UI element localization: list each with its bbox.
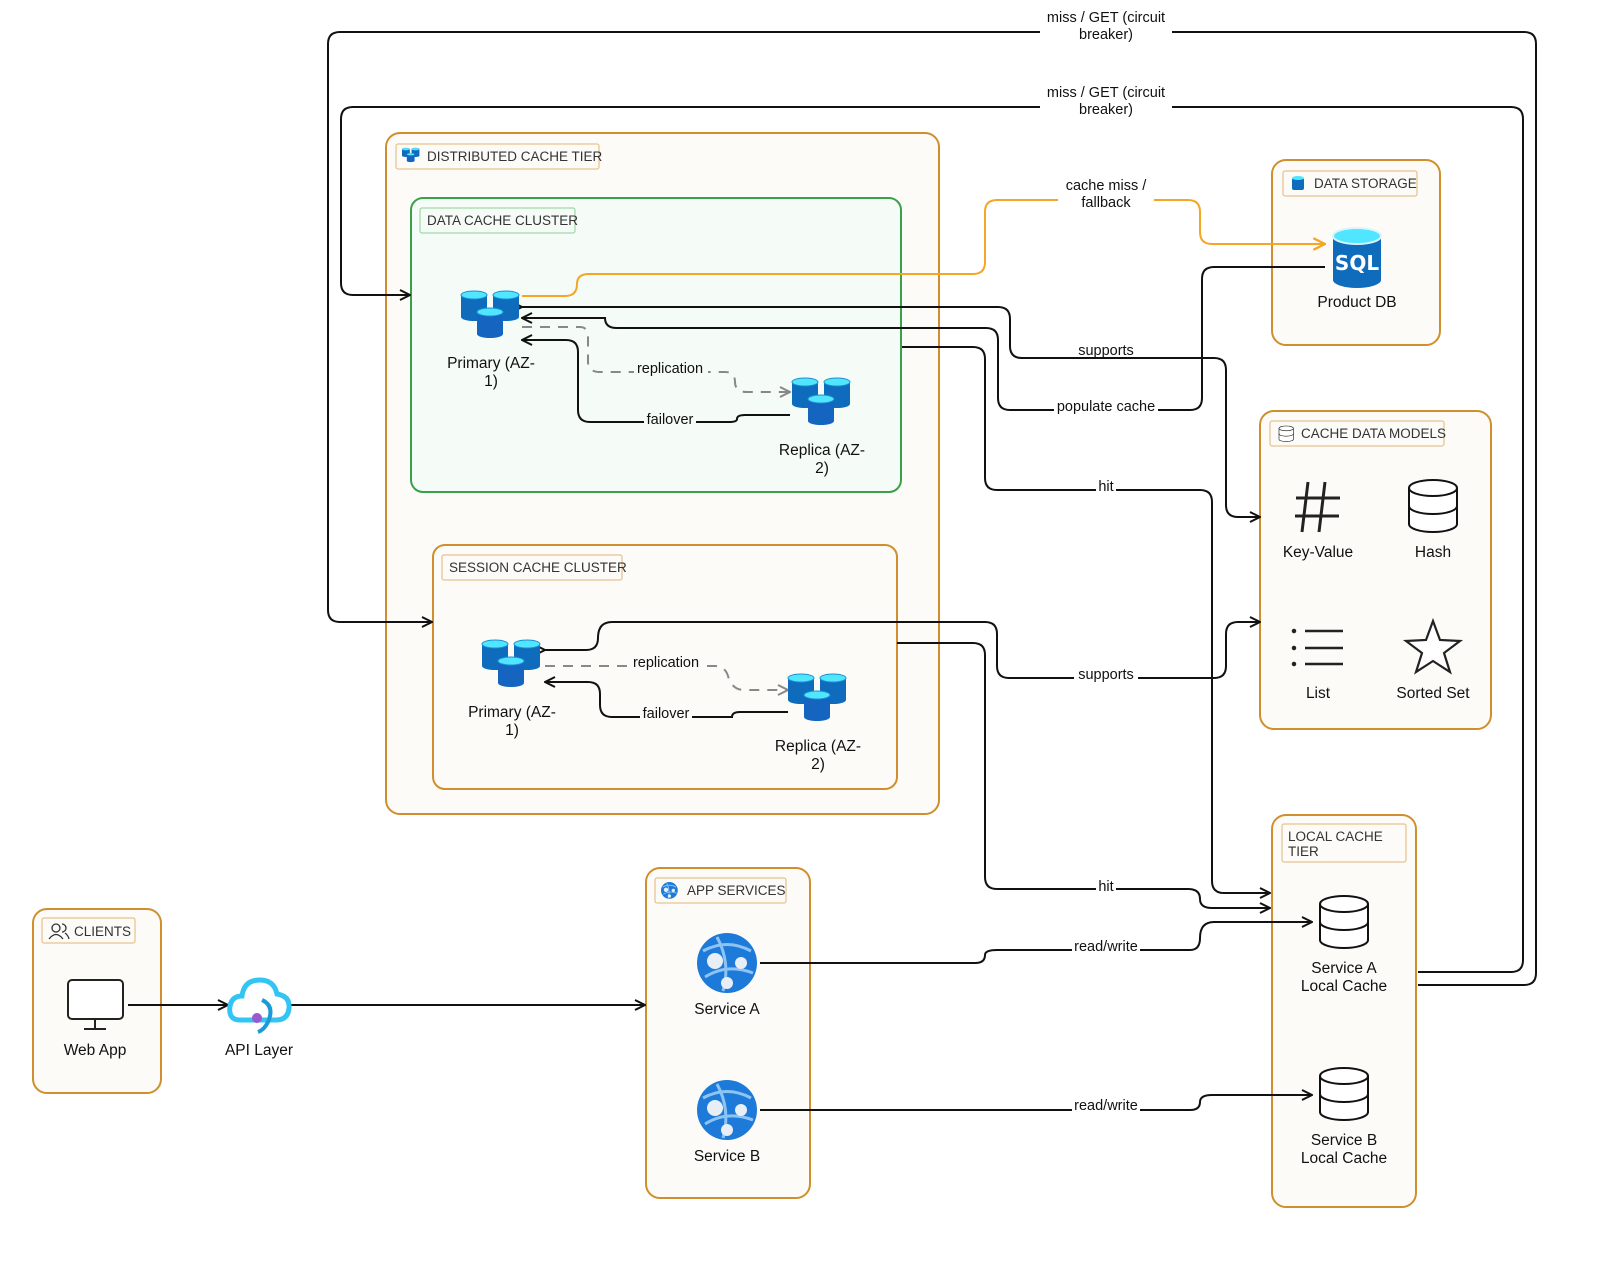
group-title: SESSION CACHE CLUSTER: [449, 560, 627, 575]
node-label: API Layer: [225, 1042, 293, 1059]
node-label: Service B: [1311, 1132, 1377, 1149]
edge-label: fallback: [1081, 195, 1131, 211]
node-label: Replica (AZ-: [779, 442, 865, 459]
web-app-node[interactable]: Web App: [64, 979, 127, 1059]
edge-labels: miss / GET (circuit breaker) miss / GET …: [630, 8, 1172, 1114]
edge-supports-data[interactable]: [522, 307, 1260, 517]
node-label: Service B: [694, 1148, 760, 1165]
edge-label: hit: [1098, 879, 1113, 895]
edge-label: supports: [1078, 667, 1134, 683]
edge-replication-session[interactable]: [545, 665, 788, 690]
session-replica-node[interactable]: Replica (AZ- 2): [775, 673, 861, 773]
group-title: CLIENTS: [74, 924, 131, 939]
service-b-node[interactable]: Service B: [694, 1078, 760, 1165]
group-title: DISTRIBUTED CACHE TIER: [427, 149, 603, 164]
edge-label: replication: [633, 655, 699, 671]
service-a-local-cache-node[interactable]: Service A Local Cache: [1301, 895, 1387, 995]
edge-label: miss / GET (circuit: [1047, 10, 1165, 26]
app-services-group: APP SERVICES: [645, 867, 811, 1199]
sql-database-icon: [1292, 176, 1304, 190]
edge-label: hit: [1098, 479, 1113, 495]
edge-label: failover: [643, 706, 690, 722]
session-primary-node[interactable]: Primary (AZ- 1): [468, 639, 556, 739]
key-value-node[interactable]: Key-Value: [1283, 481, 1353, 561]
sorted-set-node[interactable]: Sorted Set: [1396, 617, 1470, 702]
hash-symbol-icon: [1295, 481, 1340, 533]
node-label: Primary (AZ-: [468, 704, 556, 721]
edge-label: supports: [1078, 343, 1134, 359]
users-icon: [48, 923, 70, 940]
edge-cache-miss-fallback[interactable]: [522, 199, 1325, 297]
hash-node[interactable]: Hash: [1408, 479, 1458, 561]
list-node[interactable]: List: [1291, 628, 1343, 702]
group-title: APP SERVICES: [687, 883, 786, 898]
edge-label: cache miss /: [1066, 178, 1148, 194]
node-label: Key-Value: [1283, 544, 1353, 561]
product-db-node[interactable]: SQL Product DB: [1317, 227, 1397, 311]
data-replica-node[interactable]: Replica (AZ- 2): [779, 377, 865, 477]
edge-failover-data[interactable]: [522, 340, 790, 423]
sql-database-icon: SQL: [1332, 227, 1382, 288]
edge-miss-get-2[interactable]: [340, 106, 1524, 973]
app-service-icon: [660, 881, 679, 900]
edge-miss-get-1[interactable]: [327, 31, 1537, 986]
api-layer-node[interactable]: API Layer: [225, 977, 293, 1059]
group-title: DATA CACHE CLUSTER: [427, 213, 578, 228]
node-label: List: [1306, 685, 1331, 702]
group-title: CACHE DATA MODELS: [1301, 426, 1446, 441]
node-label: 2): [815, 460, 829, 477]
node-label: Web App: [64, 1042, 127, 1059]
node-label: Service A: [694, 1001, 760, 1018]
node-label: Service A: [1311, 960, 1377, 977]
edge-label: miss / GET (circuit: [1047, 85, 1165, 101]
app-service-icon: [695, 1078, 759, 1142]
edge-label: breaker): [1079, 27, 1133, 43]
node-label: Hash: [1415, 544, 1451, 561]
node-label: 1): [484, 373, 498, 390]
edge-read-write-b[interactable]: [760, 1095, 1312, 1111]
node-label: Local Cache: [1301, 978, 1387, 995]
data-primary-node[interactable]: Primary (AZ- 1): [447, 290, 535, 390]
database-outline-icon: [1278, 425, 1294, 442]
edge-supports-session[interactable]: [545, 622, 1260, 679]
edge-label: failover: [647, 412, 694, 428]
node-label: Local Cache: [1301, 1150, 1387, 1167]
app-service-icon: [695, 931, 759, 995]
edge-hit-data[interactable]: [902, 346, 1270, 893]
node-label: Sorted Set: [1396, 685, 1470, 702]
edge-read-write-a[interactable]: [760, 922, 1312, 964]
database-cylinder-icon: [1408, 479, 1458, 533]
edge-label: replication: [637, 361, 703, 377]
sql-icon-text: SQL: [1335, 251, 1379, 275]
edge-hit-session[interactable]: [897, 642, 1270, 908]
api-management-cloud-icon: [227, 977, 292, 1034]
service-a-node[interactable]: Service A: [694, 931, 760, 1018]
cache-data-models-group: CACHE DATA MODELS: [1259, 410, 1492, 730]
edge-label: populate cache: [1057, 399, 1155, 415]
group-title: LOCAL CACHE: [1288, 829, 1383, 844]
database-cylinder-icon: [1319, 895, 1369, 949]
node-label: 2): [811, 756, 825, 773]
edge-failover-session[interactable]: [545, 682, 788, 718]
node-label: Primary (AZ-: [447, 355, 535, 372]
node-label: 1): [505, 722, 519, 739]
group-title: TIER: [1288, 844, 1319, 859]
monitor-icon: [67, 979, 124, 1030]
edge-label: breaker): [1079, 102, 1133, 118]
edge-label: read/write: [1074, 939, 1138, 955]
node-label: Replica (AZ-: [775, 738, 861, 755]
group-title: DATA STORAGE: [1314, 176, 1417, 191]
list-icon: [1291, 628, 1343, 667]
node-label: Product DB: [1317, 294, 1396, 311]
database-cylinder-icon: [1319, 1067, 1369, 1121]
local-cache-tier-group: LOCAL CACHE TIER: [1271, 814, 1417, 1208]
edge-label: read/write: [1074, 1098, 1138, 1114]
service-b-local-cache-node[interactable]: Service B Local Cache: [1301, 1067, 1387, 1167]
star-icon: [1402, 617, 1464, 675]
edge-replication-data[interactable]: [522, 326, 790, 392]
